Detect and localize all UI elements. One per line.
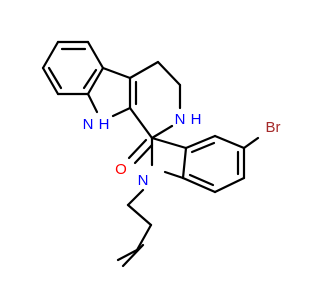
atom-h-indole: H	[99, 116, 110, 133]
bond	[126, 203, 153, 227]
bond	[213, 134, 246, 150]
bond	[150, 124, 174, 140]
bond	[86, 66, 105, 96]
bond	[41, 66, 60, 96]
atom-h-amine: H	[191, 111, 202, 128]
bond	[242, 136, 260, 150]
bond	[135, 223, 153, 252]
bond	[47, 66, 63, 90]
bond	[184, 134, 217, 150]
atom-oxygen: O	[115, 161, 127, 178]
bond	[86, 92, 99, 114]
bond	[41, 40, 60, 70]
atom-n-indole: N	[83, 116, 94, 133]
bond	[101, 66, 132, 80]
bond	[127, 138, 148, 160]
bond	[121, 243, 145, 268]
bond	[163, 170, 185, 180]
bond	[150, 136, 188, 150]
bond	[86, 40, 105, 70]
bond	[156, 60, 182, 87]
bond	[181, 146, 188, 180]
bond	[133, 143, 154, 165]
bond	[128, 106, 154, 140]
molecule-structure: N H N H O N Br	[41, 40, 281, 268]
bond	[82, 68, 98, 90]
bond	[126, 188, 145, 207]
bond	[128, 60, 160, 80]
bond	[111, 106, 132, 118]
atom-bromine: Br	[266, 119, 281, 136]
bond	[181, 176, 217, 194]
bond	[188, 173, 215, 187]
atom-labels: N H N H O N Br	[83, 111, 281, 189]
atom-n-oxindole: N	[138, 172, 149, 189]
bond	[190, 141, 216, 154]
bond	[116, 248, 139, 262]
bond	[213, 176, 246, 194]
bonds	[41, 40, 260, 268]
atom-n-amine: N	[175, 111, 186, 128]
